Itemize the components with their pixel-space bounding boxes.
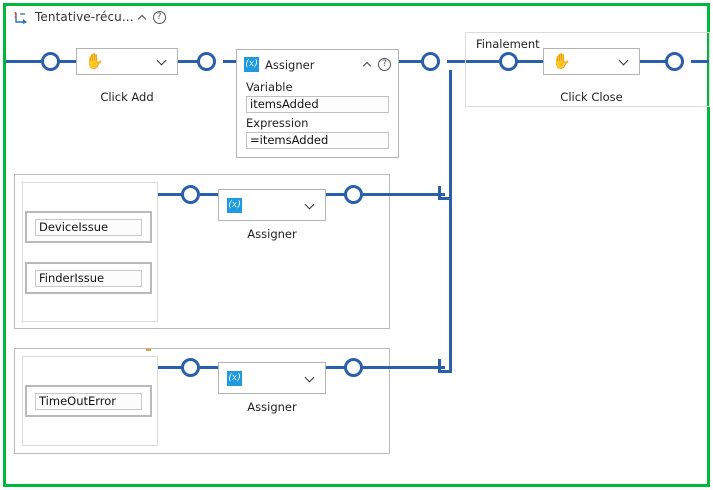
- catch-2-assigner-node[interactable]: (x): [218, 362, 326, 394]
- activity-title: Tentative-récu...: [35, 10, 134, 24]
- assigner-panel-header: (x) Assigner ?: [237, 50, 398, 72]
- variable-vx-icon: (x): [227, 197, 242, 213]
- wire-3: [223, 60, 237, 63]
- connector-entry[interactable]: [41, 52, 60, 71]
- assigner-panel-body: Variable itemsAdded Expression =itemsAdd…: [237, 72, 398, 157]
- activity-titlebar: Tentative-récu... ?: [14, 8, 166, 26]
- exception-chip-device-issue[interactable]: DeviceIssue: [25, 211, 152, 243]
- connector-before-click-close[interactable]: [499, 52, 518, 71]
- catch-block-2-marker: [146, 349, 151, 351]
- variable-vx-icon: (x): [227, 370, 242, 386]
- catch-1-wire-out: [325, 193, 345, 196]
- catch-1-assigner-node[interactable]: (x): [218, 189, 326, 221]
- hand-icon: ✋: [85, 52, 104, 70]
- connector-after-assigner[interactable]: [421, 52, 440, 71]
- click-close-node[interactable]: ✋: [543, 48, 640, 75]
- click-close-caption: Click Close: [560, 90, 623, 104]
- chevron-down-icon[interactable]: [305, 373, 316, 384]
- wire-exit: [691, 60, 710, 63]
- catch-2-connector-in[interactable]: [181, 358, 200, 377]
- wire-6: [516, 60, 543, 63]
- chevron-up-icon[interactable]: [363, 60, 372, 69]
- catch-1-merge-h: [363, 193, 445, 196]
- expression-field-label: Expression: [246, 116, 309, 130]
- catch-block-2-exceptions-container: [22, 356, 158, 446]
- exception-name-input[interactable]: TimeOutError: [35, 392, 142, 410]
- catch-1-assigner-caption: Assigner: [247, 227, 297, 241]
- chevron-up-icon[interactable]: [139, 13, 148, 22]
- chevron-down-icon[interactable]: [305, 200, 316, 211]
- wire-1: [58, 60, 76, 63]
- catch-2-wire-out: [325, 366, 345, 369]
- variable-vx-icon: (x): [244, 57, 259, 72]
- connector-exit[interactable]: [665, 52, 684, 71]
- catch-block-1-exceptions-container: [22, 182, 158, 322]
- help-circle-icon[interactable]: ?: [152, 10, 166, 24]
- catch-2-merge-elbow: [438, 359, 452, 373]
- assigner-panel-title: Assigner: [265, 57, 315, 72]
- variable-field-label: Variable: [246, 80, 293, 94]
- catch-block-1-container: [14, 174, 390, 329]
- exception-name-input[interactable]: DeviceIssue: [35, 218, 142, 236]
- assigner-panel[interactable]: (x) Assigner ? Variable itemsAdded Expre…: [236, 49, 399, 158]
- catch-1-connector-out[interactable]: [344, 185, 363, 204]
- catch-merge-trunk: [449, 70, 452, 370]
- catch-2-assigner-caption: Assigner: [247, 400, 297, 414]
- wire-7: [640, 60, 674, 63]
- catch-1-wire-in: [158, 193, 182, 196]
- exception-name-input[interactable]: FinderIssue: [35, 269, 142, 287]
- exception-chip-timeout-error[interactable]: TimeOutError: [25, 385, 152, 417]
- help-circle-icon[interactable]: ?: [378, 58, 391, 71]
- catch-2-merge-h: [363, 366, 445, 369]
- variable-field-input[interactable]: itemsAdded: [246, 96, 389, 113]
- try-catch-icon: [14, 10, 30, 24]
- chevron-down-icon[interactable]: [619, 56, 630, 67]
- exception-chip-finder-issue[interactable]: FinderIssue: [25, 262, 152, 294]
- connector-after-click-add[interactable]: [197, 52, 216, 71]
- finally-group-container: [465, 32, 710, 107]
- wire-entry: [6, 60, 41, 63]
- catch-1-wire-mid: [200, 193, 218, 196]
- finally-group-label: Finalement: [476, 37, 540, 51]
- catch-2-wire-in: [158, 366, 182, 369]
- wire-2: [178, 60, 206, 63]
- expression-field-input[interactable]: =itemsAdded: [246, 132, 389, 149]
- wire-5: [447, 60, 499, 63]
- catch-2-wire-mid: [200, 366, 218, 369]
- catch-2-connector-out[interactable]: [344, 358, 363, 377]
- catch-block-2-container: [14, 348, 390, 454]
- click-add-caption: Click Add: [100, 90, 154, 104]
- catch-merge-top-elbow: [438, 59, 452, 73]
- hand-icon: ✋: [552, 52, 571, 70]
- catch-1-merge-elbow: [438, 186, 452, 200]
- click-add-node[interactable]: ✋: [76, 48, 178, 75]
- wire-4: [399, 60, 430, 63]
- chevron-down-icon[interactable]: [157, 56, 168, 67]
- catch-1-connector-in[interactable]: [181, 185, 200, 204]
